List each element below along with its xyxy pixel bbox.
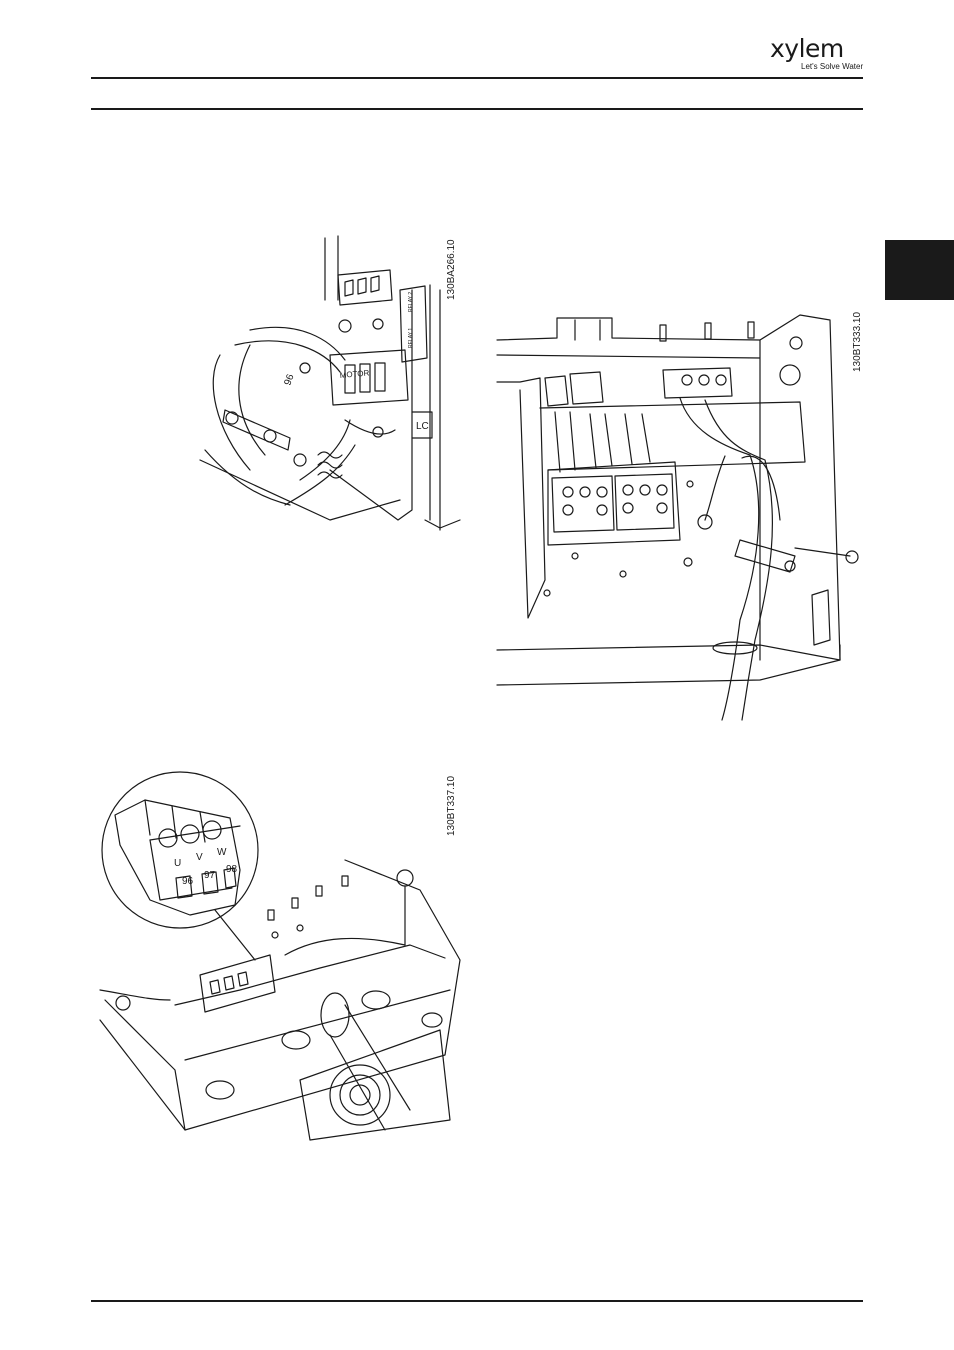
fig3-number-98: 98 — [226, 864, 238, 875]
fig3-letter-w: W — [217, 847, 227, 858]
footer-rule — [91, 1300, 863, 1302]
fig3-letter-v: V — [196, 852, 203, 863]
fig3-number-97: 97 — [204, 870, 216, 881]
figure-3-code: 130BT337.10 — [446, 776, 457, 836]
fig3-number-96: 96 — [182, 876, 194, 887]
fig3-letter-u: U — [174, 858, 181, 869]
